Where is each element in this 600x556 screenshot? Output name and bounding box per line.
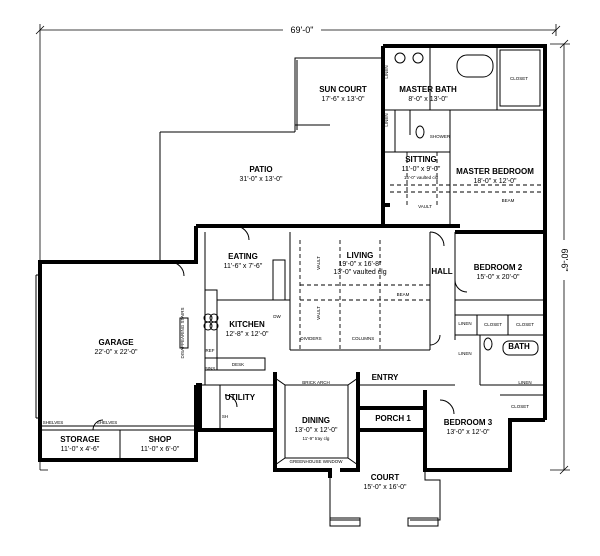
note-shower: SHOWER: [430, 134, 451, 139]
room-storage-name: STORAGE: [60, 435, 100, 444]
overall-depth-label: 60'-6": [560, 249, 570, 272]
bathtub-icon: [502, 340, 539, 356]
room-bedroom2-size: 15'-0" x 20'-0": [476, 274, 520, 281]
interior-walls: [40, 46, 545, 466]
note-vault: VAULT: [316, 306, 321, 320]
toilet-icon: [483, 337, 493, 351]
note-linen: LINEN: [384, 113, 389, 126]
court: [329, 470, 441, 527]
room-master-bath-size: 8'-0" x 13'-0": [408, 96, 448, 103]
note-refr: REF: [206, 348, 215, 353]
note-columns: COLUMNS: [352, 336, 375, 341]
note-brick-arch: BRICK ARCH: [302, 380, 330, 385]
room-kitchen-name: KITCHEN: [229, 320, 265, 329]
room-sun-court-name: SUN COURT: [319, 85, 367, 94]
room-labels: SUN COURT 17'-6" x 13'-0" MASTER BATH 8'…: [60, 85, 534, 491]
room-court-size: 15'-0" x 16'-0": [363, 484, 407, 491]
room-patio-name: PATIO: [249, 165, 272, 174]
fireplace: [272, 259, 286, 301]
closet-master: [499, 49, 541, 107]
room-shop-size: 11'-0" x 6'-0": [141, 446, 180, 453]
room-bedroom2-name: BEDROOM 2: [474, 263, 523, 272]
planter: [329, 517, 361, 527]
note-shelves: SHELVES: [43, 420, 63, 425]
room-porch1-name: PORCH 1: [375, 414, 411, 423]
note-vault: VAULT: [316, 256, 321, 270]
room-master-bedroom-size: 18'-0" x 12'-0": [473, 178, 517, 185]
stove-burner-icon: [209, 321, 219, 331]
note-linen: LINEN: [384, 65, 389, 78]
fixtures: [179, 49, 541, 356]
room-shop-name: SHOP: [149, 435, 172, 444]
room-dining-name: DINING: [302, 416, 330, 425]
room-bedroom3-name: BEDROOM 3: [444, 418, 493, 427]
toilet-icon: [415, 125, 425, 139]
room-sitting-note: 15'-0" vaulted clg: [404, 175, 439, 180]
note-closet: CLOSET: [484, 322, 502, 327]
note-linen: LINEN: [458, 351, 471, 356]
room-dining-size: 13'-0" x 12'-0": [294, 427, 338, 434]
room-garage-size: 22'-0" x 22'-0": [94, 349, 138, 356]
note-greenhouse-window: GREENHOUSE WINDOW: [289, 459, 343, 464]
room-living-note: 13'-0" vaulted clg: [333, 269, 386, 276]
room-eating-name: EATING: [228, 252, 258, 261]
sink-icon: [394, 52, 406, 64]
room-garage-name: GARAGE: [98, 338, 134, 347]
room-sitting-size: 11'-0" x 9'-0": [402, 166, 441, 173]
note-beam: BEAM: [397, 292, 410, 297]
note-closet: CLOSET: [516, 322, 534, 327]
room-living-size: 19'-0" x 16'-8": [338, 261, 382, 268]
note-shelves: SHELVES: [97, 420, 117, 425]
note-vault: VAULT: [418, 204, 432, 209]
sink-icon: [412, 52, 424, 64]
room-hall-name: HALL: [431, 267, 452, 276]
room-patio-size: 31'-0" x 13'-0": [239, 176, 283, 183]
dimension-lines: [35, 24, 570, 475]
note-dw: DW: [273, 314, 281, 319]
note-dividers: DIVIDERS: [300, 336, 321, 341]
note-sh: SH: [222, 414, 228, 419]
stove-burner-icon: [203, 321, 213, 331]
room-utility-name: UTILITY: [225, 393, 256, 402]
exterior-walls: [35, 44, 547, 478]
room-bedroom3-size: 13'-0" x 12'-0": [446, 429, 490, 436]
room-eating-size: 11'-6" x 7'-6": [224, 263, 263, 270]
room-master-bath-name: MASTER BATH: [399, 85, 457, 94]
room-sitting-name: SITTING: [405, 155, 437, 164]
room-dining-note: 11'-9" tray clg: [303, 436, 330, 441]
room-kitchen-size: 12'-8" x 12'-0": [225, 331, 269, 338]
note-linen: LINEN: [458, 321, 471, 326]
bathtub-icon: [456, 54, 494, 78]
room-bath-name: BATH: [508, 342, 530, 351]
note-disappearing-stairs: DISAPPEARING STAIRS: [180, 308, 185, 359]
room-court-name: COURT: [371, 473, 400, 482]
door-swings: [92, 225, 468, 431]
overall-width-label: 69'-0": [291, 25, 314, 35]
room-living-name: LIVING: [347, 251, 374, 260]
note-desk: DESK: [232, 362, 244, 367]
room-entry-name: ENTRY: [372, 373, 399, 382]
room-sun-court-size: 17'-6" x 13'-0": [321, 96, 365, 103]
plan-notes: CLOSET LINEN LINEN SHOWER VAULT BEAM BEA…: [43, 65, 534, 464]
room-storage-size: 11'-0" x 4'-6": [61, 446, 100, 453]
note-linen: LINEN: [518, 380, 531, 385]
disappearing-stairs: [179, 317, 189, 349]
planter: [407, 517, 439, 527]
note-bins: BINS: [205, 366, 216, 371]
room-master-bedroom-name: MASTER BEDROOM: [456, 167, 534, 176]
note-closet: CLOSET: [511, 404, 529, 409]
note-closet: CLOSET: [510, 76, 528, 81]
note-beam: BEAM: [502, 198, 515, 203]
